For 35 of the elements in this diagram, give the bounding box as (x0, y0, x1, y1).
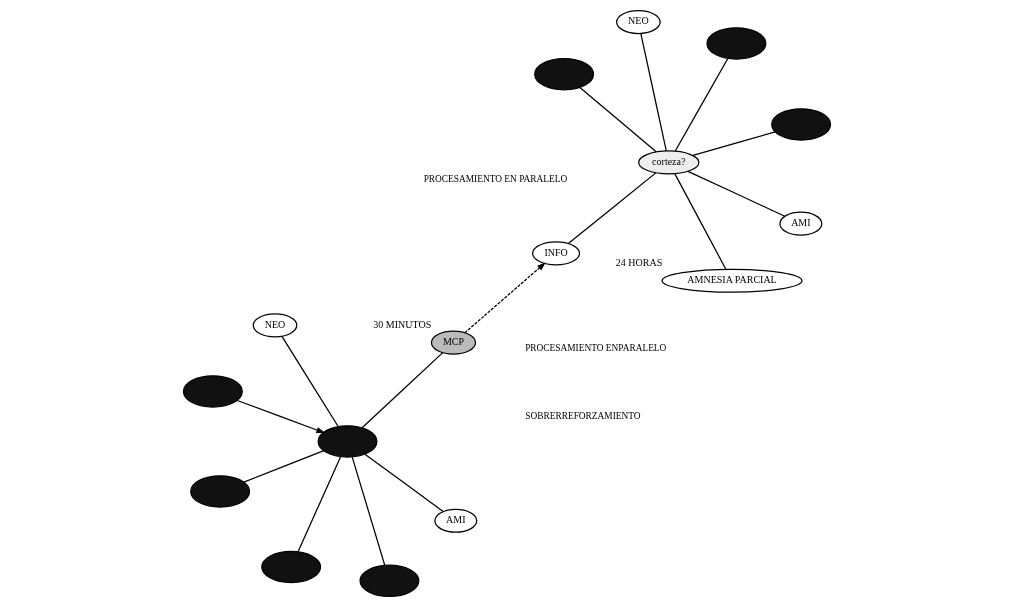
node-label: 24 HORAS (615, 257, 662, 269)
connector (639, 32, 667, 152)
node-ellipse: NEO (615, 10, 661, 35)
connector (578, 86, 657, 153)
connector (567, 172, 656, 245)
node-ellipse (533, 57, 594, 91)
node-ellipse (189, 475, 250, 508)
connector (363, 453, 444, 513)
node-ellipse: AMNESIA PARCIAL (660, 268, 803, 293)
node-ellipse: INFO (531, 241, 580, 266)
connector (280, 335, 339, 428)
node-ellipse (770, 108, 831, 141)
connector (351, 456, 385, 566)
connector (691, 131, 776, 157)
arrow (236, 399, 325, 434)
arrow (463, 262, 546, 334)
node-ellipse (260, 550, 321, 584)
label: SOBRERREFORZAMIENTO (524, 410, 641, 421)
node-ellipse: AMI (433, 508, 477, 533)
node-ellipse: MCP (430, 330, 476, 355)
node-ellipse: AMI (778, 211, 822, 236)
node-ellipse (705, 27, 766, 60)
node-ellipse (182, 375, 243, 408)
connector (360, 352, 443, 429)
connector (242, 450, 324, 483)
connector (686, 170, 785, 217)
node-ellipse: corteza? (637, 150, 699, 175)
node-ellipse (358, 564, 419, 598)
node-ellipse: NEO (252, 313, 297, 338)
connector (296, 456, 341, 553)
connector (673, 173, 726, 270)
label: PROCESAMIENTO ENPARALELO (524, 343, 666, 354)
connector (674, 57, 728, 152)
label: PROCESAMIENTO EN PARALELO (423, 174, 567, 185)
node-label: 30 MINUTOS (372, 318, 431, 330)
